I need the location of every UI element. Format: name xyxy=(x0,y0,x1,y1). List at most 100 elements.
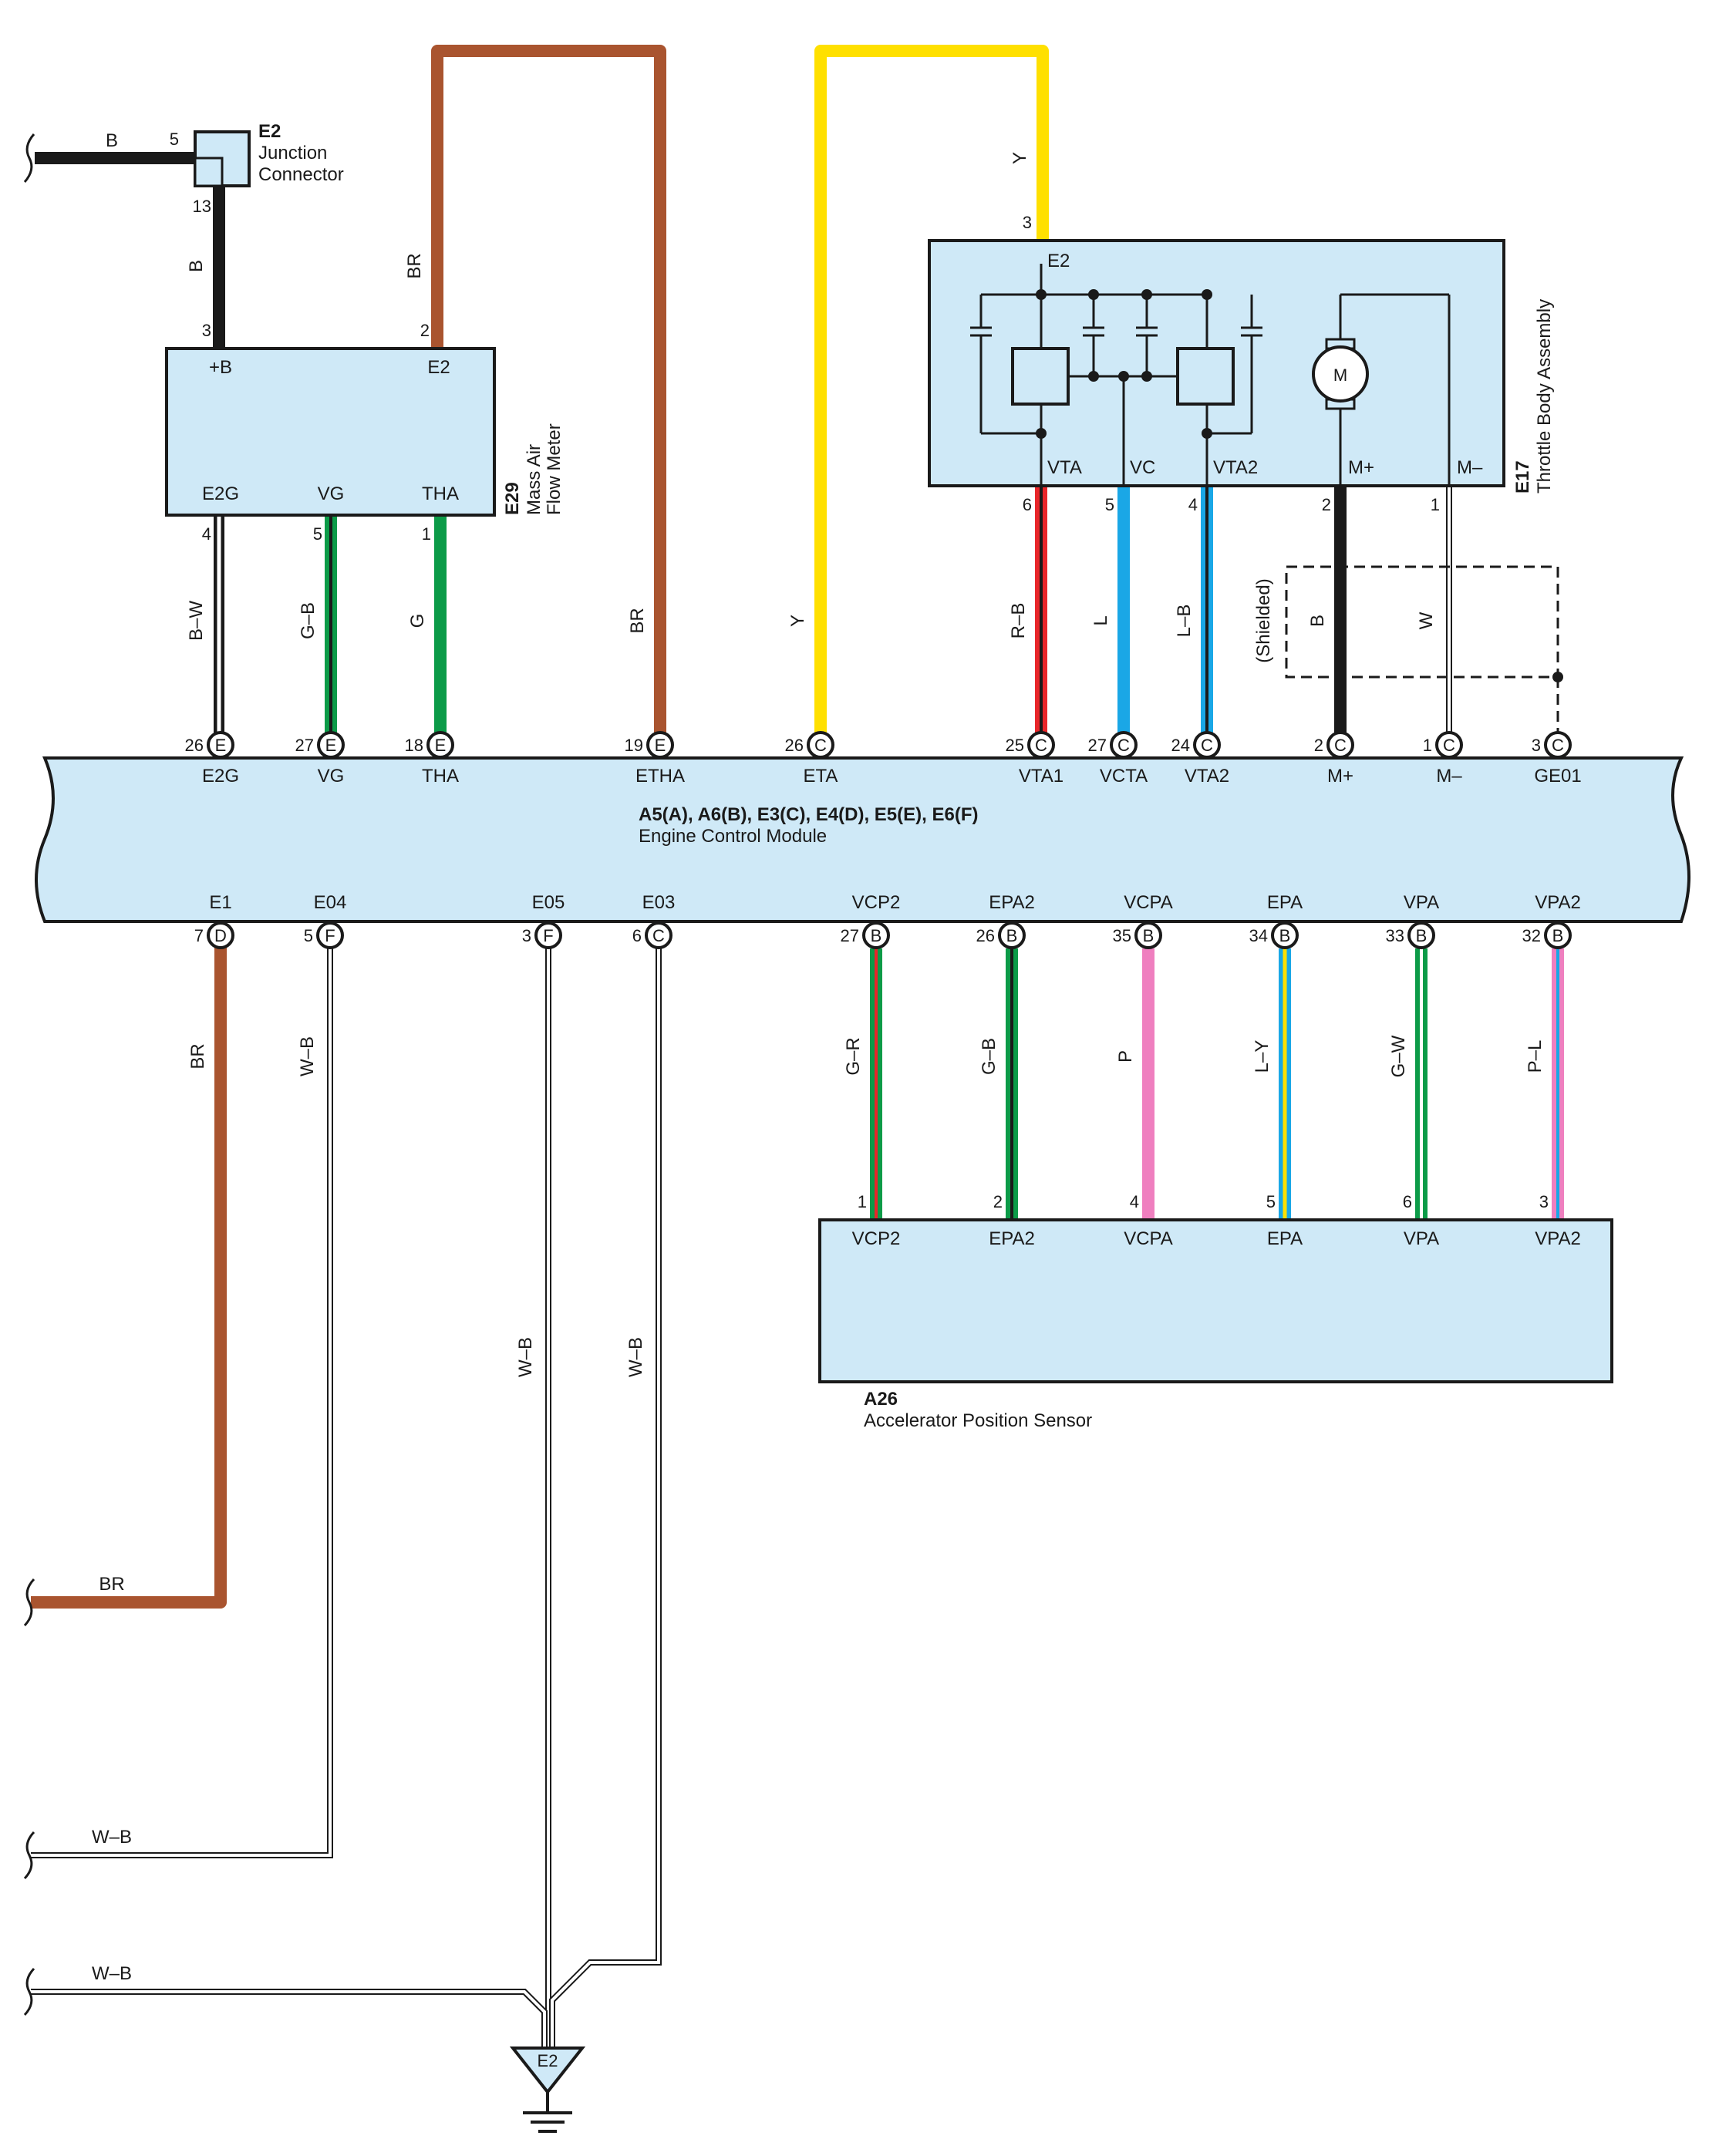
a26-pin-label: EPA xyxy=(1267,1228,1303,1249)
ecm-bottom-pin-number: 26 xyxy=(976,926,995,945)
wire-label-e2g: B–W xyxy=(186,601,207,641)
wire-label-vcp2: G–R xyxy=(843,1037,864,1075)
ground-symbol xyxy=(509,2047,586,2133)
wire-end-mark xyxy=(23,1967,35,2016)
e29-pin-label-vg: VG xyxy=(318,483,345,504)
wire-br-e29-e2 xyxy=(431,45,666,745)
e17-pin-label-e2: E2 xyxy=(1047,251,1070,271)
ecm-top-connector-letter: C xyxy=(1035,736,1047,755)
wire-e04 xyxy=(31,935,333,1858)
wire-label-e03: W–B xyxy=(625,1337,646,1377)
wire-label-tha: G xyxy=(407,614,428,628)
e17-pin-label-vc: VC xyxy=(1130,457,1155,478)
ecm-bottom-connector-letter: F xyxy=(543,926,553,945)
a26-pin-number: 1 xyxy=(858,1192,867,1211)
a26-pin-number: 4 xyxy=(1130,1192,1139,1211)
wire-label-y-e17-to-ecm: Y xyxy=(1010,152,1030,164)
e2-junction-pin-in: 5 xyxy=(170,130,179,149)
ecm-bottom-pin-number: 5 xyxy=(304,926,313,945)
ecm-bottom-connector-letter: B xyxy=(1143,926,1155,945)
a26-pin-number: 3 xyxy=(1539,1192,1549,1211)
ecm-top-connector-letter: C xyxy=(1443,736,1455,755)
ecm-top-connector-letter: C xyxy=(1334,736,1347,755)
e17-pin-num-vta: 6 xyxy=(1023,495,1032,514)
e17-pin-label-vta: VTA xyxy=(1047,457,1082,478)
ecm-top-connector-letter: E xyxy=(325,736,337,755)
wire-label-vpa2: P–L xyxy=(1525,1040,1546,1073)
a26-pin-number: 2 xyxy=(993,1192,1003,1211)
e17-pin-num-vta2: 4 xyxy=(1188,495,1198,514)
ecm-top-pin-number: 27 xyxy=(295,736,314,755)
ecm-bottom-pin-label: E1 xyxy=(209,892,231,913)
ecm-top-connector-letter: E xyxy=(215,736,227,755)
ecm-bottom-pin-label: VPA2 xyxy=(1535,892,1581,913)
ecm-bottom-pin-number: 3 xyxy=(522,926,531,945)
e29-pin-num-e2: 2 xyxy=(420,321,430,340)
ecm-top-pin-number: 18 xyxy=(405,736,423,755)
ecm-bottom-connector-letter: B xyxy=(1006,926,1018,945)
ecm-top-pin-label: E2G xyxy=(202,766,239,787)
ecm-bottom-pin-label: EPA2 xyxy=(989,892,1035,913)
e2-junction-name-2: Connector xyxy=(258,164,344,185)
ecm-bottom-connector-9 xyxy=(1544,921,1572,949)
ecm-top-connector-7 xyxy=(1193,731,1221,759)
e29-pin-label-plusb: +B xyxy=(209,357,232,378)
ground-label: E2 xyxy=(538,2051,558,2070)
wire-label-shielded: (Shielded) xyxy=(1253,578,1274,662)
ecm-bottom-connector-7 xyxy=(1271,921,1299,949)
ecm-bottom-connector-5 xyxy=(998,921,1026,949)
ecm-bottom-connector-8 xyxy=(1407,921,1435,949)
ecm-top-pin-number: 26 xyxy=(785,736,804,755)
e29-pin-num-plusb: 3 xyxy=(202,321,211,340)
ecm-top-pin-number: 25 xyxy=(1006,736,1024,755)
e29-name-2: Flow Meter xyxy=(544,423,565,515)
wire-label-vg: G–B xyxy=(298,602,319,639)
e29-box xyxy=(165,347,496,517)
ecm-bottom-pin-number: 6 xyxy=(632,926,642,945)
ecm-name: Engine Control Module xyxy=(639,826,827,847)
ecm-top-pin-label: VTA2 xyxy=(1185,766,1229,787)
wire-label-epa2: G–B xyxy=(979,1038,999,1075)
e17-junction-dots xyxy=(1036,289,1212,439)
wire-label-b-input: B xyxy=(106,130,118,151)
a26-id: A26 xyxy=(864,1389,898,1410)
ecm-top-pin-number: 3 xyxy=(1532,736,1541,755)
e17-pin-num-mminus: 1 xyxy=(1431,495,1440,514)
ecm-top-connector-4 xyxy=(807,731,834,759)
e2-junction-pin-out: 13 xyxy=(193,197,211,216)
a26-pin-number: 6 xyxy=(1403,1192,1412,1211)
ecm-top-pin-label: M– xyxy=(1436,766,1462,787)
wire-label-e1: BR xyxy=(187,1043,208,1069)
e29-id: E29 xyxy=(502,482,523,515)
a26-pin-label: VCPA xyxy=(1124,1228,1173,1249)
shield-junction-dot xyxy=(1552,672,1563,682)
wire-label-vcpa: P xyxy=(1115,1050,1136,1063)
ecm-top-pin-label: GE01 xyxy=(1534,766,1581,787)
wire-label-br-e29-to-ecm: BR xyxy=(404,253,425,278)
ecm-top-connector-1 xyxy=(317,731,345,759)
wire-label-b-junction-to-e29: B xyxy=(186,260,207,272)
ecm-bottom-connector-1 xyxy=(316,921,344,949)
ecm-top-connector-letter: C xyxy=(1201,736,1213,755)
e29-pin-num-e2g: 4 xyxy=(202,524,211,544)
motor-symbol-label: M xyxy=(1333,366,1347,385)
ecm-bottom-connector-letter: B xyxy=(1416,926,1428,945)
ecm-bottom-connector-letter: C xyxy=(652,926,665,945)
ecm-top-connector-9 xyxy=(1435,731,1463,759)
e17-pin-num-mplus: 2 xyxy=(1322,495,1331,514)
e29-pin-label-tha: THA xyxy=(422,483,459,504)
shield-outline xyxy=(1285,565,1559,679)
wire-label-left-wb2: W–B xyxy=(92,1963,132,1984)
ecm-bottom-pin-number: 34 xyxy=(1249,926,1268,945)
wire-label-etha: BR xyxy=(627,608,648,633)
e29-pin-num-tha: 1 xyxy=(422,524,431,544)
e17-pin-label-vta2: VTA2 xyxy=(1213,457,1258,478)
a26-pin-label: EPA2 xyxy=(989,1228,1035,1249)
ecm-top-pin-number: 1 xyxy=(1423,736,1432,755)
ecm-top-pin-label: ETHA xyxy=(635,766,685,787)
wire-end-mark xyxy=(23,1578,35,1627)
wire-label-epa: L–Y xyxy=(1252,1040,1272,1073)
wire-y-eta xyxy=(814,45,1049,745)
